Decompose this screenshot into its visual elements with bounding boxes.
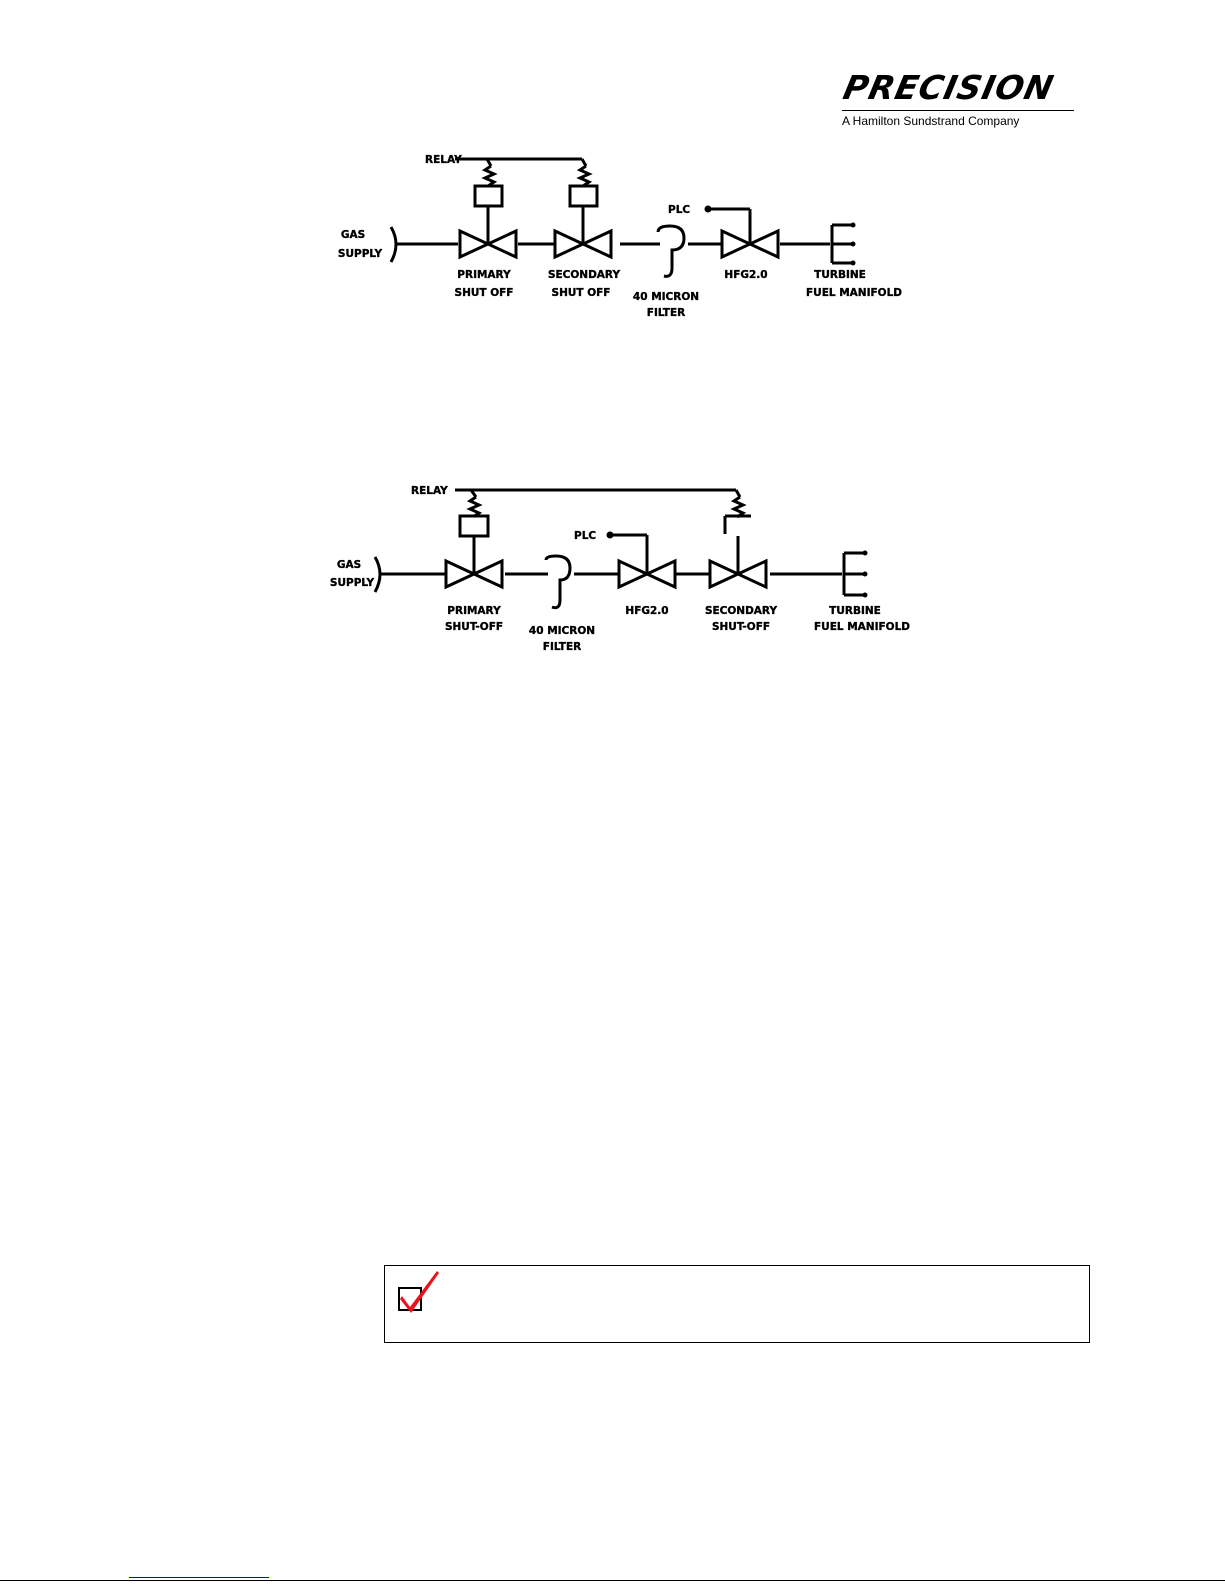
secondary-actuator-2	[725, 516, 751, 534]
secondary-label-1a: SECONDARY	[548, 269, 621, 281]
hfg-label-1: HFG2.0	[724, 269, 767, 281]
primary-label-1b: SHUT OFF	[455, 287, 514, 299]
secondary-label-2b: SHUT-OFF	[712, 621, 770, 633]
turbine-label-2a: TURBINE	[829, 605, 881, 617]
turbine-label-2b: FUEL MANIFOLD	[814, 621, 910, 633]
secondary-actuator-1	[570, 186, 597, 206]
secondary-label-1b: SHUT OFF	[552, 287, 611, 299]
filter-label-2b: FILTER	[543, 641, 581, 653]
checkmark-icon	[395, 1266, 447, 1318]
hfg-label-2: HFG2.0	[625, 605, 668, 617]
primary-label-2b: SHUT-OFF	[445, 621, 503, 633]
footer-link-underline[interactable]	[129, 1577, 269, 1578]
primary-actuator-1	[475, 186, 502, 206]
primary-label-2a: PRIMARY	[447, 605, 501, 617]
note-box	[384, 1265, 1090, 1343]
gas-supply-label-1a: GAS	[341, 229, 365, 241]
relay-label-2: RELAY	[411, 485, 448, 497]
footer-rule	[0, 1580, 1225, 1581]
diagram1-lines	[391, 159, 852, 276]
diagram2-lines	[375, 490, 864, 608]
diagram1-valves	[460, 186, 778, 257]
plc-label-1: PLC	[668, 204, 690, 216]
relay-label-1: RELAY	[425, 154, 462, 166]
primary-label-1a: PRIMARY	[457, 269, 511, 281]
filter-label-1a: 40 MICRON	[633, 291, 699, 303]
secondary-label-2a: SECONDARY	[705, 605, 778, 617]
primary-actuator-2	[460, 516, 488, 536]
filter-label-2a: 40 MICRON	[529, 625, 595, 637]
turbine-label-1b: FUEL MANIFOLD	[806, 287, 902, 299]
fuel-system-diagram-1: RELAY GAS SUPPLY PRIMARY SHUT OFF SECOND…	[0, 0, 1225, 340]
gas-supply-label-2a: GAS	[337, 559, 361, 571]
gas-supply-label-2b: SUPPLY	[330, 577, 375, 589]
gas-supply-label-1b: SUPPLY	[338, 248, 383, 260]
fuel-system-diagram-2: RELAY GAS SUPPLY PRIMARY SHUT-OFF 40 MIC…	[0, 440, 1225, 670]
filter-label-1b: FILTER	[647, 307, 685, 319]
plc-label-2: PLC	[574, 530, 596, 542]
diagram2-valves	[446, 516, 766, 587]
turbine-label-1a: TURBINE	[814, 269, 866, 281]
